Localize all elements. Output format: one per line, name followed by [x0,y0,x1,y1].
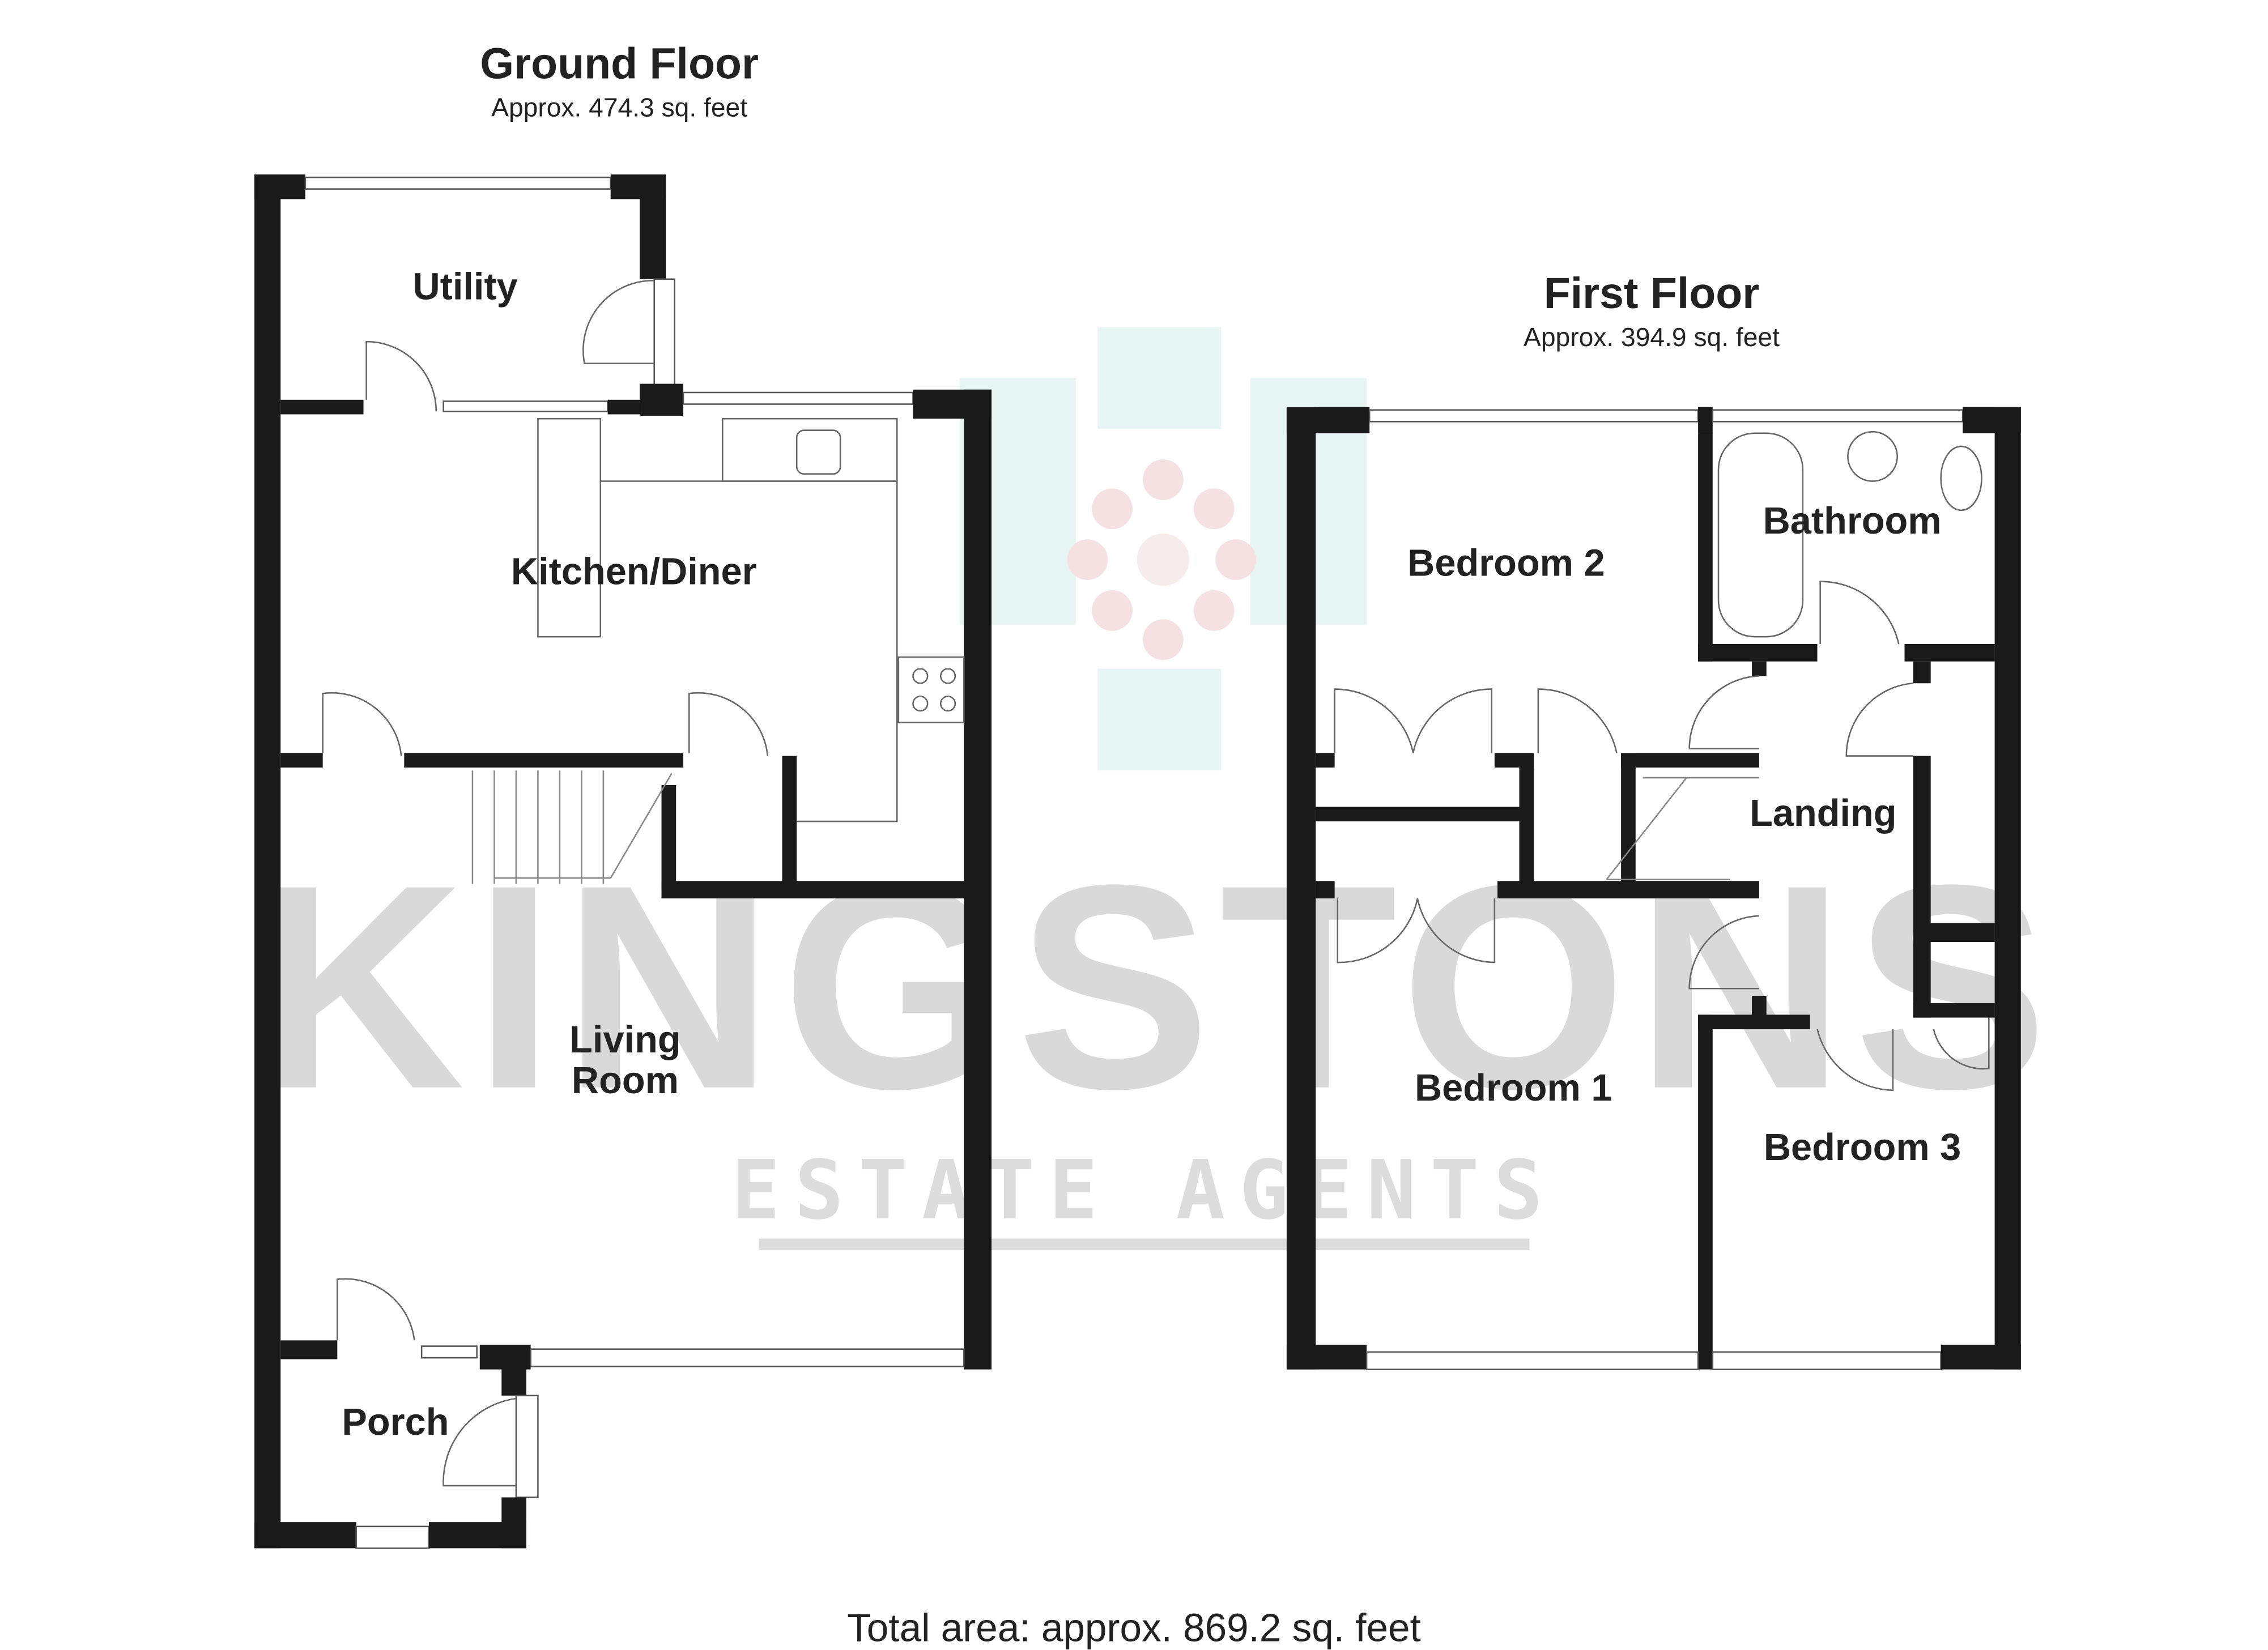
room-label-bedroom-3: Bedroom 3 [1764,1127,1961,1169]
total-area: Total area: approx. 869.2 sq. feet [847,1606,1421,1650]
room-label-landing: Landing [1750,792,1896,834]
room-label-room: Room [572,1060,679,1102]
first-floor-title: First Floor [1544,269,1760,318]
first-floor-walls [1286,407,2021,1370]
room-label-utility: Utility [412,266,517,308]
ground-floor-area: Approx. 474.3 sq. feet [491,92,747,122]
room-label-kitchen-diner: Kitchen/Diner [511,551,757,593]
room-label-bedroom-1: Bedroom 1 [1415,1067,1612,1109]
first-floor-area: Approx. 394.9 sq. feet [1524,322,1780,352]
stairs [471,770,673,884]
ground-floor-fixtures [322,280,965,1487]
room-label-living: Living [569,1019,680,1061]
room-label-bathroom: Bathroom [1763,500,1942,542]
watermark-underline [759,1238,1530,1251]
first-floor-fixtures [1334,430,1990,1092]
watermark-tagline: ESTATE AGENTS [731,1143,1557,1238]
room-label-porch: Porch [342,1401,449,1443]
ground-floor-walls [254,174,992,1549]
ground-floor-title: Ground Floor [480,40,759,88]
room-label-bedroom-2: Bedroom 2 [1407,542,1605,584]
watermark-name: KINGSTONS [255,824,2057,1149]
